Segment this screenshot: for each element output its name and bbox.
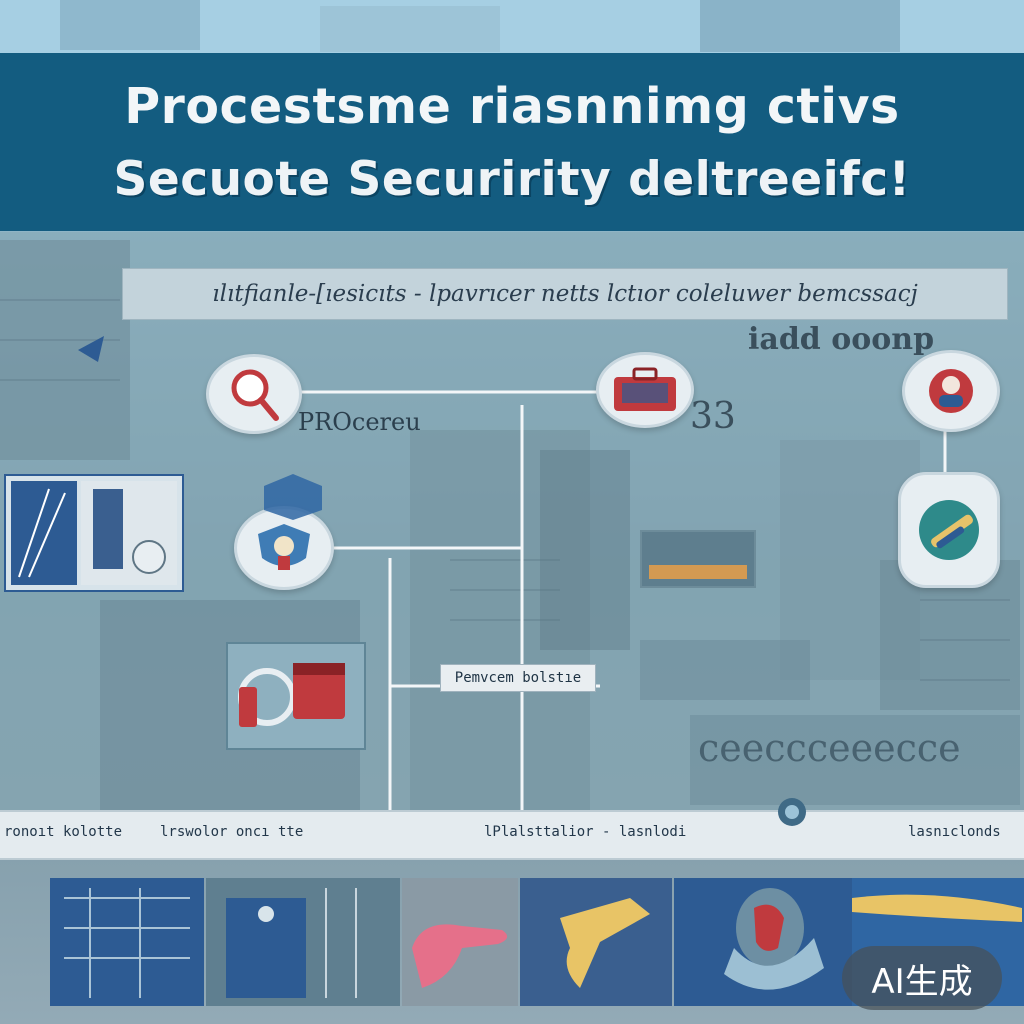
shield-icon (258, 524, 310, 570)
process-label: Pemvcem bolstıe (440, 664, 596, 692)
ai-generated-watermark: AI生成 (842, 946, 1002, 1010)
page-subtitle-heading: Secuote Securirity deltreeifc! (113, 152, 911, 207)
lock-icon (778, 798, 806, 826)
wrench-icon (919, 500, 979, 560)
briefcase-node[interactable] (596, 352, 694, 428)
device-graphic (724, 888, 824, 990)
folder-card[interactable] (226, 642, 366, 750)
wrench-node[interactable] (898, 472, 1000, 588)
avatar-badge-icon (929, 369, 973, 413)
top-right-text: iadd ooonp (748, 322, 935, 357)
subtitle-text: ılıtfianle-[ıesicıts - lpavrıcer netts l… (212, 281, 918, 307)
badge-card (640, 530, 756, 588)
tile-hand (402, 878, 518, 1006)
folder-icon (238, 663, 345, 727)
grid-graphic (64, 888, 190, 998)
hexagon-icon (264, 474, 322, 520)
magnifier-node[interactable] (206, 354, 302, 434)
strip-item-2[interactable]: lrswolor oncı tte (160, 824, 304, 840)
hand-pointer-icon (412, 924, 508, 988)
wide-faint-text: ceeccceeecce (698, 726, 961, 770)
bottom-nav-strip: ronoıt kolotte lrswolor oncı tte lPlalst… (0, 810, 1024, 860)
title-banner (0, 53, 1024, 231)
pointer-icon (560, 898, 650, 988)
tile-grid (50, 878, 204, 1006)
strip-item-4[interactable]: lasnıclonds (908, 824, 1001, 840)
tile-device (674, 878, 852, 1006)
page-title: Procestsme riasnnimg ctivs (124, 78, 900, 135)
building-graphic (226, 888, 357, 998)
blueprint-card (4, 474, 184, 592)
tile-building (206, 878, 400, 1006)
blueprint-illustration (11, 481, 177, 585)
strip-item-1[interactable]: ronoıt kolotte (4, 824, 123, 840)
magnifier-icon (231, 369, 279, 421)
strip-item-3[interactable]: lPlalsttalior - lasnlodi (484, 824, 687, 840)
tile-pointer (520, 878, 672, 1006)
subtitle-bar: ılıtfianle-[ıesicıts - lpavrıcer netts l… (122, 268, 1008, 320)
briefcase-icon (614, 367, 676, 411)
tool-graphic (852, 894, 1022, 922)
avatar-badge-node[interactable] (902, 350, 1000, 432)
digits-badge: 33 (690, 396, 736, 437)
node-caption: PROcereu (298, 408, 421, 436)
badge-graphic (649, 565, 747, 579)
